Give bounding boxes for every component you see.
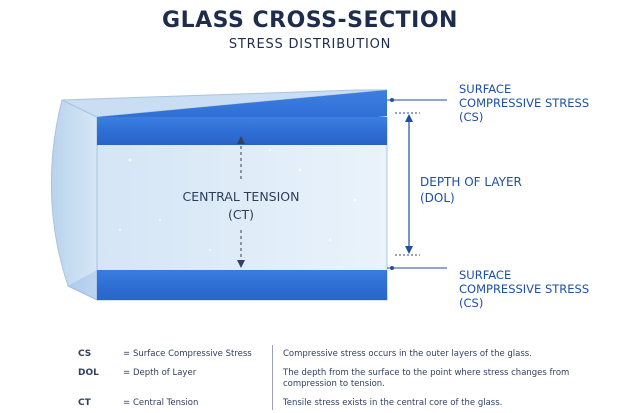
bottom-cs-label: SURFACE COMPRESSIVE STRESS (CS) [459, 268, 590, 310]
arrow-head-down [237, 260, 245, 268]
arrow-head-up [237, 136, 245, 144]
legend-term: Depth of Layer [133, 368, 197, 378]
diagram-title: GLASS CROSS-SECTION [162, 8, 458, 33]
legend-abbr: CS [78, 349, 92, 359]
depth-of-layer-label: DEPTH OF LAYER (DOL) [420, 175, 522, 205]
diagram-subtitle: STRESS DISTRIBUTION [228, 37, 392, 52]
legend-equals: = [123, 349, 131, 359]
legend-description: The depth from the surface to the point … [283, 368, 570, 389]
glass-core [96, 116, 388, 301]
central-tension-label: CENTRAL TENSION (CT) [182, 189, 300, 222]
bottom-cs-dot [390, 266, 394, 270]
glass-bubbles [119, 149, 357, 252]
bottom-compressive-layer [97, 270, 387, 300]
legend-divider [272, 345, 273, 410]
dol-arrow-up [405, 114, 413, 122]
legend-description: Compressive stress occurs in the outer l… [283, 349, 532, 359]
legend-abbr: DOL [78, 368, 99, 378]
top-cs-dot [390, 98, 394, 102]
legend-abbr: CT [78, 398, 91, 408]
legend-term: Central Tension [133, 398, 199, 408]
bottom-layer-edge [68, 270, 387, 300]
legend-equals: = [123, 398, 131, 408]
legend-equals: = [123, 368, 131, 378]
top-cs-label: SURFACE COMPRESSIVE STRESS (CS) [459, 82, 590, 124]
legend-term: Surface Compressive Stress [133, 349, 252, 359]
legend-description: Tensile stress exists in the central cor… [283, 398, 503, 408]
dol-arrow-down [405, 246, 413, 254]
glass-side-face [50, 99, 98, 301]
